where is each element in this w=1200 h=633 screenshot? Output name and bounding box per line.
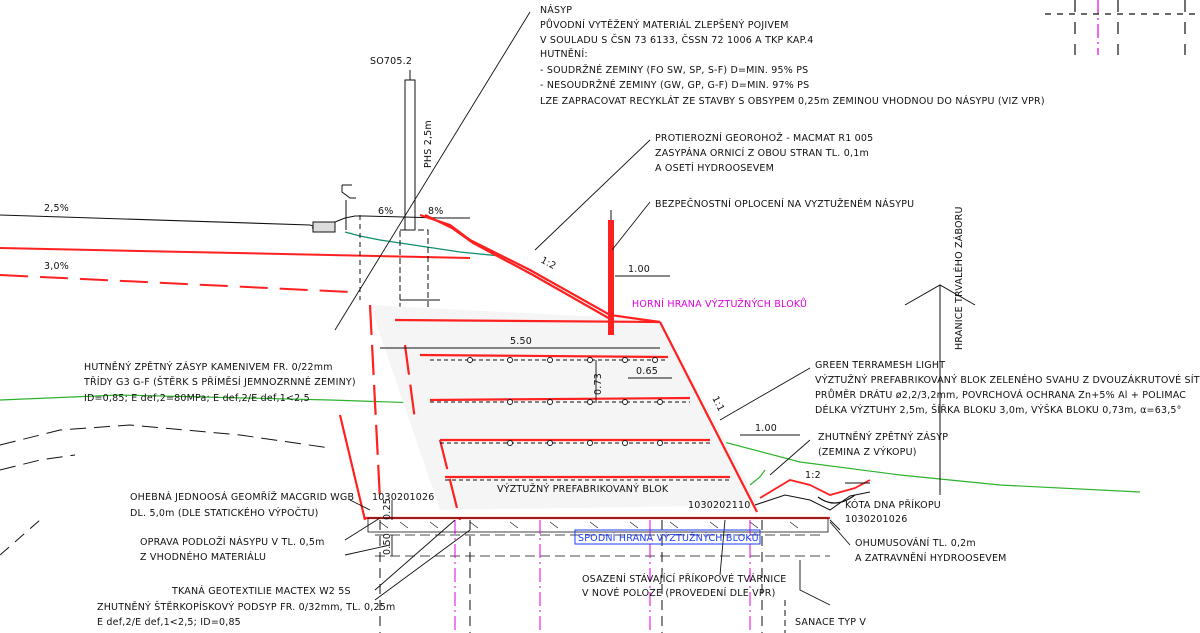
svg-text:(ZEMINA Z VÝKOPU): (ZEMINA Z VÝKOPU) [818,446,917,458]
svg-text:DÉLKA VÝZTUHY 2,5m, ŠÍŘKA BLOK: DÉLKA VÝZTUHY 2,5m, ŠÍŘKA BLOKU 3,0m, VÝ… [815,404,1182,416]
svg-text:A OSETÍ HYDROOSEVEM: A OSETÍ HYDROOSEVEM [655,162,774,174]
note-sanace: SANACE TYP V [795,617,866,628]
leader-lines [334,11,870,606]
svg-text:VÝZTUŽNÝ PREFABRIKOVANÝ BLOK Z: VÝZTUŽNÝ PREFABRIKOVANÝ BLOK ZELENÉHO SV… [815,374,1200,386]
note-geomriz: OHEBNÁ JEDNOOSÁ GEOMŘÍŽ MACGRID WGB DL. … [130,491,354,519]
level-left: 1030201026 [372,492,434,503]
reinforcement-layers [430,357,730,481]
drawing-id: SO705.2 [370,56,412,67]
dim-100b: 1.00 [755,423,777,434]
svg-text:ZHUTNĚNÝ ZPĚTNÝ ZÁSYP: ZHUTNĚNÝ ZPĚTNÝ ZÁSYP [818,431,948,443]
svg-text:NÁSYP: NÁSYP [540,4,572,16]
svg-text:OHUMUSOVÁNÍ TL. 0,2m: OHUMUSOVÁNÍ TL. 0,2m [855,537,976,549]
note-osazeni: OSAZENÍ STÁVAJÍCÍ PŘÍKOPOVÉ TVÁRNICE V N… [582,573,786,599]
note-geotextilie: TKANÁ GEOTEXTILIE MACTEX W2 5S [171,585,351,597]
svg-text:ZASYPÁNA ORNICÍ Z OBOU STRAN T: ZASYPÁNA ORNICÍ Z OBOU STRAN TL. 0,1m [655,147,869,159]
note-ohumusovani: OHUMUSOVÁNÍ TL. 0,2m A ZATRAVNĚNÍ HYDROO… [855,537,1007,564]
axis-lines [379,520,786,633]
note-hranice: HRANICE TRVALÉHO ZÁBORU [953,206,965,350]
svg-text:PŮVODNÍ VYTĚŽENÝ MATERIÁL ZLEP: PŮVODNÍ VYTĚŽENÝ MATERIÁL ZLEPŠENÝ POJIV… [540,19,789,31]
spodni-hrana-box [574,529,761,545]
note-vyztuzny-blok: VÝZTUŽNÝ PREFABRIKOVANÝ BLOK [497,483,669,495]
road-edge [311,184,501,257]
note-hutneny-zasyp: HUTNĚNÝ ZPĚTNÝ ZÁSYP KAMENIVEM FR. 0/22m… [83,361,356,404]
svg-text:OHEBNÁ JEDNOOSÁ GEOMŘÍŽ MACGRI: OHEBNÁ JEDNOOSÁ GEOMŘÍŽ MACGRID WGB [130,491,354,503]
level-right: 1030202110 [688,500,750,511]
pct8-label: 8% [428,206,443,217]
svg-text:E def,2/E def,1<2,5; ID=0,85: E def,2/E def,1<2,5; ID=0,85 [97,617,241,628]
pct6-label: 6% [378,206,393,217]
svg-text:OPRAVA PODLOŽÍ NÁSYPU V TL. 0,: OPRAVA PODLOŽÍ NÁSYPU V TL. 0,5m [140,536,325,548]
note-podsyp: ZHUTNĚNÝ ŠTĚRKOPÍSKOVÝ PODSYP FR. 0/32mm… [97,601,395,628]
note-oprava: OPRAVA PODLOŽÍ NÁSYPU V TL. 0,5m Z VHODN… [140,536,325,563]
svg-text:PROTIEROZNÍ GEOROHOŽ - MACMAT: PROTIEROZNÍ GEOROHOŽ - MACMAT R1 005 [655,132,873,144]
note-kota-dna: KÓTA DNA PŘÍKOPU [845,499,941,511]
svg-text:OSAZENÍ STÁVAJÍCÍ PŘÍKOPOVÉ TV: OSAZENÍ STÁVAJÍCÍ PŘÍKOPOVÉ TVÁRNICE [582,573,786,585]
svg-text:HUTNĚNÍ:: HUTNĚNÍ: [540,48,588,60]
fill-body [370,305,760,510]
dim-025: 0.25 [382,498,393,520]
top-right-axis-lines [1045,0,1200,55]
note-nasyp: NÁSYP PŮVODNÍ VYTĚŽENÝ MATERIÁL ZLEPŠENÝ… [540,4,1045,107]
note-spodni-hrana: SPODNÍ HRANA VÝZTUŽNÝCH BLOKŮ [578,532,759,544]
ratio-12a-label: 1:2 [539,255,558,272]
ratio-11-label: 1:1 [709,394,726,413]
svg-text:ID=0,85; E def,2=80MPa; E def,: ID=0,85; E def,2=80MPa; E def,2/E def,1<… [84,393,310,404]
svg-text:PRŮMĚR DRÁTU ø2,2/3,2mm, POVRC: PRŮMĚR DRÁTU ø2,2/3,2mm, POVRCHOVÁ OCHRA… [815,389,1186,401]
svg-text:TŘÍDY G3 G-F (ŠTĚRK S PŘÍMĚSÍ: TŘÍDY G3 G-F (ŠTĚRK S PŘÍMĚSÍ JEMNOZRNNÉ… [83,376,356,388]
svg-text:- NESOUDRŽNÉ ZEMINY (GW, G: - NESOUDRŽNÉ ZEMINY (GW, GP, G-F) D=MIN.… [540,79,809,91]
note-oploceni: BEZPEČNOSTNÍ OPLOCENÍ NA VYZTUŽENÉM NÁSY… [655,198,914,210]
note-green-terramesh: GREEN TERRAMESH LIGHT VÝZTUŽNÝ PREFABRIK… [815,360,1200,416]
svg-text:Z VHODNÉHO MATERIÁLU: Z VHODNÉHO MATERIÁLU [140,551,266,563]
slope-25-label: 2,5% [44,203,69,214]
slope-30-label: 3,0% [44,261,69,272]
phs-label: PHS 2,5m [423,120,434,168]
svg-text:LZE ZAPRACOVAT RECYKLÁT ZE STA: LZE ZAPRACOVAT RECYKLÁT ZE STAVBY S OBSY… [540,95,1045,107]
noise-barrier-post [359,70,440,346]
note-zhutneny-zasyp: ZHUTNĚNÝ ZPĚTNÝ ZÁSYP (ZEMINA Z VÝKOPU) [818,431,948,458]
dimension-lines [380,275,800,556]
svg-text:DL. 5,0m (DLE STATICKÉHO VÝPOČ: DL. 5,0m (DLE STATICKÉHO VÝPOČTU) [130,507,319,519]
svg-text:- SOUDRŽNÉ ZEMINY (FO SW,: - SOUDRŽNÉ ZEMINY (FO SW, SP, S-F) D=MIN… [540,64,808,76]
safety-fence [608,210,614,335]
svg-text:ZHUTNĚNÝ ŠTĚRKOPÍSKOVÝ PODSYP: ZHUTNĚNÝ ŠTĚRKOPÍSKOVÝ PODSYP FR. 0/32mm… [97,601,395,613]
dim-073: 0.73 [593,373,604,395]
boundary-marker [904,284,976,495]
dim-550: 5.50 [510,336,532,347]
dim-050: 0.50 [382,533,393,555]
dim-065: 0.65 [636,366,658,377]
ditch [749,469,871,511]
gravel-base [367,517,830,557]
svg-text:HUTNĚNÝ ZPĚTNÝ ZÁSYP KAMENIVEM: HUTNĚNÝ ZPĚTNÝ ZÁSYP KAMENIVEM FR. 0/22m… [84,361,333,373]
ratio-12b-label: 1:2 [805,470,821,481]
note-geohoz: PROTIEROZNÍ GEOROHOŽ - MACMAT R1 005 ZAS… [655,132,873,174]
dim-100a: 1.00 [628,264,650,275]
note-horni-hrana: HORNÍ HRANA VÝZTUŽNÝCH BLOKŮ [632,298,807,310]
svg-text:V NOVÉ POLOZE (PROVEDENÍ DLE V: V NOVÉ POLOZE (PROVEDENÍ DLE VPR) [582,587,775,599]
svg-text:GREEN TERRAMESH LIGHT: GREEN TERRAMESH LIGHT [815,360,945,371]
note-kota-dna-val: 1030201026 [845,514,907,525]
svg-text:A ZATRAVNĚNÍ HYDROOSEVEM: A ZATRAVNĚNÍ HYDROOSEVEM [855,552,1007,564]
svg-text:V SOULADU S ČSN 73 6133, ČSSN: V SOULADU S ČSN 73 6133, ČSSN 72 1006 A … [540,34,814,46]
